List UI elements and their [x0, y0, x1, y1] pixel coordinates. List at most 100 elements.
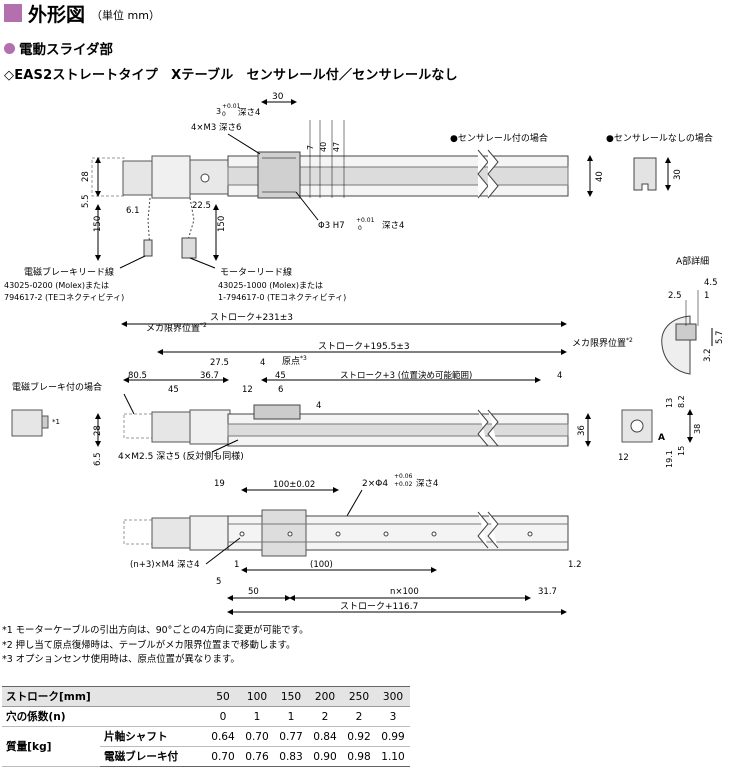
phi3-tol-bot: 0: [358, 225, 362, 232]
dim-45-a: 45: [168, 385, 179, 395]
type-line: ◇EAS2ストレートタイプ Xテーブル センサレール付／センサレールなし: [4, 68, 458, 83]
footnotes: *1 モーターケーブルの引出方向は、90°ごとの4方向に変更が可能です。 *2 …: [2, 624, 309, 668]
dim-30-b: 30: [673, 169, 683, 180]
table-slider: [257, 151, 301, 199]
footnote-3: *3 オプションセンサ使用時は、原点位置が異なります。: [2, 654, 240, 665]
row-single-shaft: 片軸シャフト: [100, 726, 206, 747]
a-detail: A部詳細 4.5 2.5 1 5.7 3.2: [661, 255, 725, 375]
dim-1-b: 1: [234, 560, 239, 570]
dim-6-1: 6.1: [126, 206, 140, 216]
table-side: [253, 404, 301, 420]
stroke-3-label: ストローク+3 (位置決め可能範囲): [340, 370, 472, 381]
mass-label: 質量[kg]: [2, 726, 100, 767]
dim-6: 6: [278, 385, 283, 395]
dim-28: 28: [81, 171, 91, 182]
dim-50: 50: [248, 587, 259, 597]
footnote-2: *2 押し当て原点復帰時は、テーブルがメカ限界位置まで移動します。: [2, 639, 296, 651]
stroke-195-label: ストローク+195.5±3: [318, 341, 410, 352]
pitch-label: 100±0.02: [273, 480, 315, 490]
bottom-view: 19 100±0.02 2×Φ4 +0.06 +0.02 深さ4 (n+3)×M…: [123, 473, 582, 615]
table-row: 穴の係数(n) 0 1 1 2 2 3: [2, 706, 410, 727]
stroke-50: 50: [206, 686, 240, 707]
dim-36-7: 36.7: [200, 371, 219, 381]
holes-cell: 1: [274, 706, 308, 727]
dim-4-c: 4: [557, 371, 562, 381]
mass-cell: 0.99: [376, 726, 410, 747]
stroke-header: ストローク[mm]: [2, 686, 206, 707]
top-view: 30 3 +0.01 0 深さ4 4×M3 深さ6 7 40 47 28 5.5…: [4, 92, 713, 302]
dim-40-b: 40: [595, 171, 605, 182]
mass-cell: 0.90: [308, 746, 342, 767]
phi4-label: 2×Φ4: [362, 479, 388, 489]
end-view-without-rail: [633, 157, 657, 191]
outline-drawing: 30 3 +0.01 0 深さ4 4×M3 深さ6 7 40 47 28 5.5…: [4, 92, 725, 615]
cable-dashed-outline: [91, 157, 125, 197]
motor-star1: *1: [52, 418, 60, 426]
phi4-tol-top: +0.06: [394, 473, 413, 480]
brake-dashed-outline: [123, 413, 153, 439]
dim-30: 30: [272, 92, 284, 102]
mass-cell: 0.70: [240, 726, 274, 747]
dim-150-b: 150: [217, 216, 227, 232]
motor-connector: [181, 237, 197, 259]
side-view: ストローク+231±3 メカ限界位置*2 ストローク+195.5±3 メカ限界位…: [11, 312, 702, 468]
dim-4-b: 4: [316, 401, 321, 411]
dim-3-2: 3.2: [703, 348, 713, 362]
dim-4-5: 4.5: [704, 278, 718, 288]
a-detail-title: A部詳細: [676, 255, 709, 267]
table-row: 質量[kg] 片軸シャフト 0.64 0.70 0.77 0.84 0.92 0…: [2, 726, 410, 767]
dim-22-5: 22.5: [192, 201, 211, 211]
dim-45-b: 45: [275, 371, 286, 381]
dim-28-b: 28: [93, 425, 103, 436]
brake-lead-part2: 794617-2 (TEコネクティビティ): [4, 293, 124, 302]
m25-label: 4×M2.5 深さ5 (反対側も同様): [118, 450, 244, 462]
mecha-limit-right: メカ限界位置*2: [572, 337, 633, 349]
with-sensor-rail-label: ●センサレール付の場合: [450, 132, 548, 144]
coupling-circle: [200, 173, 210, 183]
dim-19: 19: [214, 479, 225, 489]
hole3-tol-bot: 0: [222, 111, 226, 118]
section-title: 電動スライダ部: [19, 42, 113, 58]
dim-100: (100): [310, 560, 333, 570]
dim-5-7: 5.7: [715, 330, 725, 344]
stroke-200: 200: [308, 686, 342, 707]
holes-cell: 2: [308, 706, 342, 727]
motor-lead-title: モーターリード線: [220, 266, 292, 278]
motor-lead-part2: 1-794617-0 (TEコネクティビティ): [218, 293, 346, 302]
mass-cell: 0.92: [342, 726, 376, 747]
dim-31-7: 31.7: [538, 587, 557, 597]
n100-label: n×100: [390, 587, 419, 597]
mass-cell: 0.77: [274, 726, 308, 747]
bullet-dot-icon: [4, 42, 15, 54]
mass-cell: 0.64: [206, 726, 240, 747]
without-sensor-rail-label: ●センサレールなしの場合: [606, 132, 713, 144]
dim-12-a: 12: [242, 385, 253, 395]
stroke-250: 250: [342, 686, 376, 707]
m3-label: 4×M3 深さ6: [191, 123, 241, 133]
dim-1-2: 1.2: [568, 560, 582, 570]
stroke-116-label: ストローク+116.7: [340, 601, 418, 612]
table-row: 電磁ブレーキ付 0.70 0.76 0.83 0.90 0.98 1.10: [2, 746, 410, 767]
dim-36: 36: [577, 425, 587, 436]
dim-150-a: 150: [93, 216, 103, 232]
stroke-150: 150: [274, 686, 308, 707]
header-square-icon: [4, 4, 22, 22]
phi3-tol-top: +0.01: [356, 217, 375, 224]
mecha-limit-left: メカ限界位置*2: [146, 322, 207, 334]
motor-block: [151, 155, 191, 199]
dim-47: 47: [332, 142, 341, 152]
a-callout: A: [658, 433, 665, 443]
brake-case-label: 電磁ブレーキ付の場合: [12, 381, 102, 393]
dim-38: 38: [693, 424, 702, 434]
page-header: 外形図 （単位 mm）: [0, 0, 160, 26]
dim-13: 13: [665, 398, 674, 408]
page-unit: （単位 mm）: [91, 9, 160, 22]
m4-label: (n+3)×M4 深さ4: [130, 560, 200, 570]
dim-8-2: 8.2: [677, 395, 686, 408]
origin-label: 原点*3: [282, 355, 307, 367]
dim-1: 1: [704, 291, 709, 301]
holes-cell: 3: [376, 706, 410, 727]
holes-cell: 2: [342, 706, 376, 727]
motor-housing: [122, 160, 154, 196]
motor-end-icon: [11, 409, 43, 437]
